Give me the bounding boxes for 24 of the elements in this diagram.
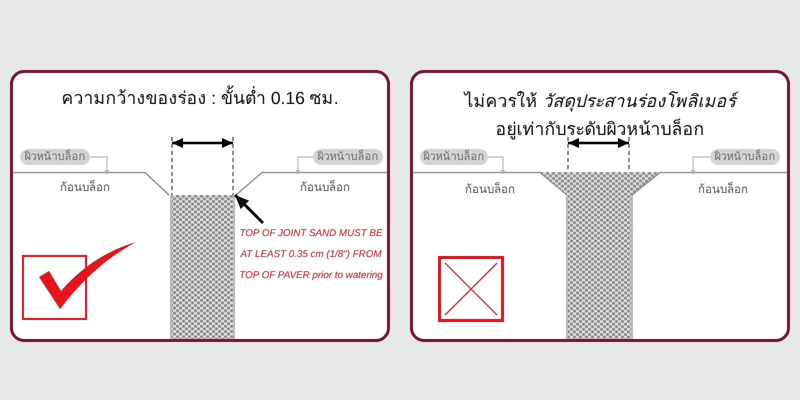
joint-sand [170,195,235,339]
surface-tag: ผิวหน้าบล็อก [420,149,488,165]
paver-block [632,172,787,198]
info-panel [10,70,390,342]
paver-block [413,172,567,198]
block-label: ก้อนบล็อก [465,183,515,197]
panel-title: ความกว้างของร่อง : ขั้นต่ำ 0.16 ซม. [61,84,339,112]
leader-line [296,156,314,174]
surface-tag: ผิวหน้าบล็อก [313,149,383,165]
block-label: ก้อนบล็อก [698,183,748,197]
surface-tag: ผิวหน้าบล็อก [20,149,90,165]
surface-tag: ผิวหน้าบล็อก [710,149,780,165]
leader-line [90,156,110,174]
arrow [234,194,264,224]
paver-block [235,172,387,196]
warning-note: TOP OF JOINT SAND MUST BE AT LEAST 0.35 cm (1/8") FROM TOP OF PAVER prior to watering [235,223,387,286]
joint-sand [540,172,662,339]
leader-line [488,156,505,174]
leader-line [691,156,710,174]
info-panel [410,70,790,342]
paver-block [13,172,170,196]
panel-title: ไม่ควรให้ วัสดุประสานร่องโพลิเมอร์ อยู่เท่ากับระดับผิวหน้าบล็อก [458,87,742,143]
block-label: ก้อนบล็อก [300,181,350,195]
block-label: ก้อนบล็อก [60,181,110,195]
